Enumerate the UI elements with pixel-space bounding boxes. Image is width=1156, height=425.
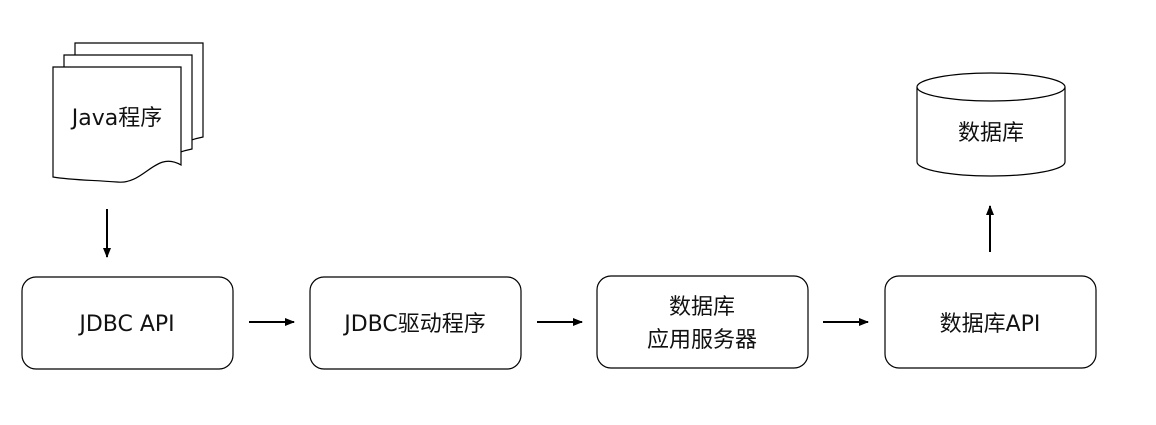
- database-node: 数据库: [916, 72, 1066, 177]
- db-app-server-box: [596, 275, 809, 369]
- database-api-label: 数据库API: [940, 312, 1041, 337]
- database-api-node: 数据库API: [884, 275, 1097, 369]
- java-program-label: Java程序: [70, 106, 162, 131]
- db-app-server-label-line2: 应用服务器: [647, 328, 757, 353]
- database-label: 数据库: [958, 121, 1024, 146]
- database-cylinder-top: [916, 72, 1066, 102]
- jdbc-api-box: [21, 276, 234, 370]
- database-cylinder-body: [916, 87, 1066, 177]
- database-api-box: [884, 275, 1097, 369]
- db-app-server-node: 数据库 应用服务器: [596, 275, 809, 369]
- jdbc-driver-node: JDBC驱动程序: [309, 276, 522, 370]
- jdbc-driver-label: JDBC驱动程序: [342, 312, 486, 337]
- db-app-server-label-line1: 数据库: [669, 295, 735, 320]
- jdbc-api-label: JDBC API: [77, 312, 174, 337]
- document-sheet-front: [52, 66, 182, 183]
- jdbc-api-node: JDBC API: [21, 276, 234, 370]
- java-program-node: Java程序: [52, 42, 204, 183]
- jdbc-driver-box: [309, 276, 522, 370]
